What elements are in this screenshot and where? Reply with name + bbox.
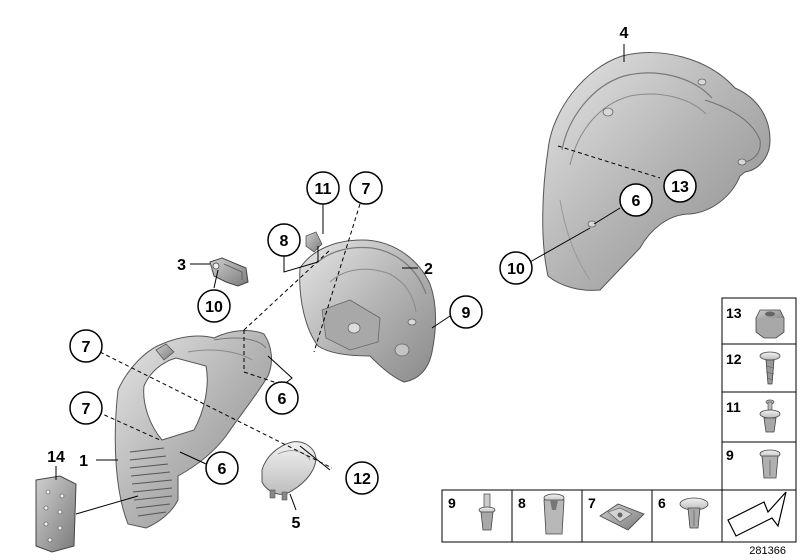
callout-6-rear: 6 [632,193,641,210]
expanding-rivet-icon [759,399,781,433]
callout-8: 8 [280,233,289,250]
clip-nut-icon [543,493,565,535]
legend-bottom-label-8: 8 [518,495,526,511]
part-number-4: 4 [620,25,629,42]
callout-labels: 11 7 8 10 9 7 6 7 6 12 13 6 10 [82,179,689,488]
callout-7-left-upper: 7 [82,339,91,356]
callout-10-left: 10 [205,299,223,316]
rear-wheel-arch-liner [542,52,771,291]
spring-nut-icon [599,503,645,531]
front-liner-front-section [114,330,272,529]
legend-right-label-11: 11 [726,399,741,415]
screw-icon [759,351,781,385]
legend-right-label-13: 13 [726,305,742,321]
callout-11: 11 [315,181,332,198]
legend-bottom: 9 8 7 6 [441,489,797,543]
callout-7-left-lower: 7 [82,401,91,418]
mounting-plate [35,475,77,553]
callout-12: 12 [353,471,371,488]
direction-arrow-icon [727,491,787,537]
callout-circles [69,169,697,495]
part-number-14: 14 [47,449,65,466]
sleeve-nut-icon [759,449,781,479]
reference-number: 281366 [749,545,786,557]
part-number-2: 2 [424,261,433,278]
cover-cap [261,441,317,501]
legend-right-label-12: 12 [726,351,742,367]
callout-13: 13 [671,179,689,196]
callout-9: 9 [462,305,471,322]
callout-6-bottom: 6 [218,461,227,478]
callout-6-middle: 6 [278,391,287,408]
part-number-5: 5 [292,515,301,532]
legend-right-label-9: 9 [726,447,734,463]
legend-right: 13 12 11 9 [721,297,797,493]
rivet-pin-icon [478,493,496,531]
legend-bottom-label-6: 6 [658,495,666,511]
part-number-3: 3 [177,257,186,274]
expanding-clip-icon [679,497,709,529]
bracket [209,257,249,287]
callout-10-rear: 10 [507,261,525,278]
front-liner-rear-section [299,231,436,383]
part-labels: 1 2 3 4 5 14 [47,25,628,532]
part-number-1: 1 [79,453,88,470]
callout-7-top: 7 [362,181,371,198]
legend-bottom-label-9: 9 [448,495,456,511]
legend-bottom-label-7: 7 [588,495,596,511]
nut-icon [755,309,785,339]
